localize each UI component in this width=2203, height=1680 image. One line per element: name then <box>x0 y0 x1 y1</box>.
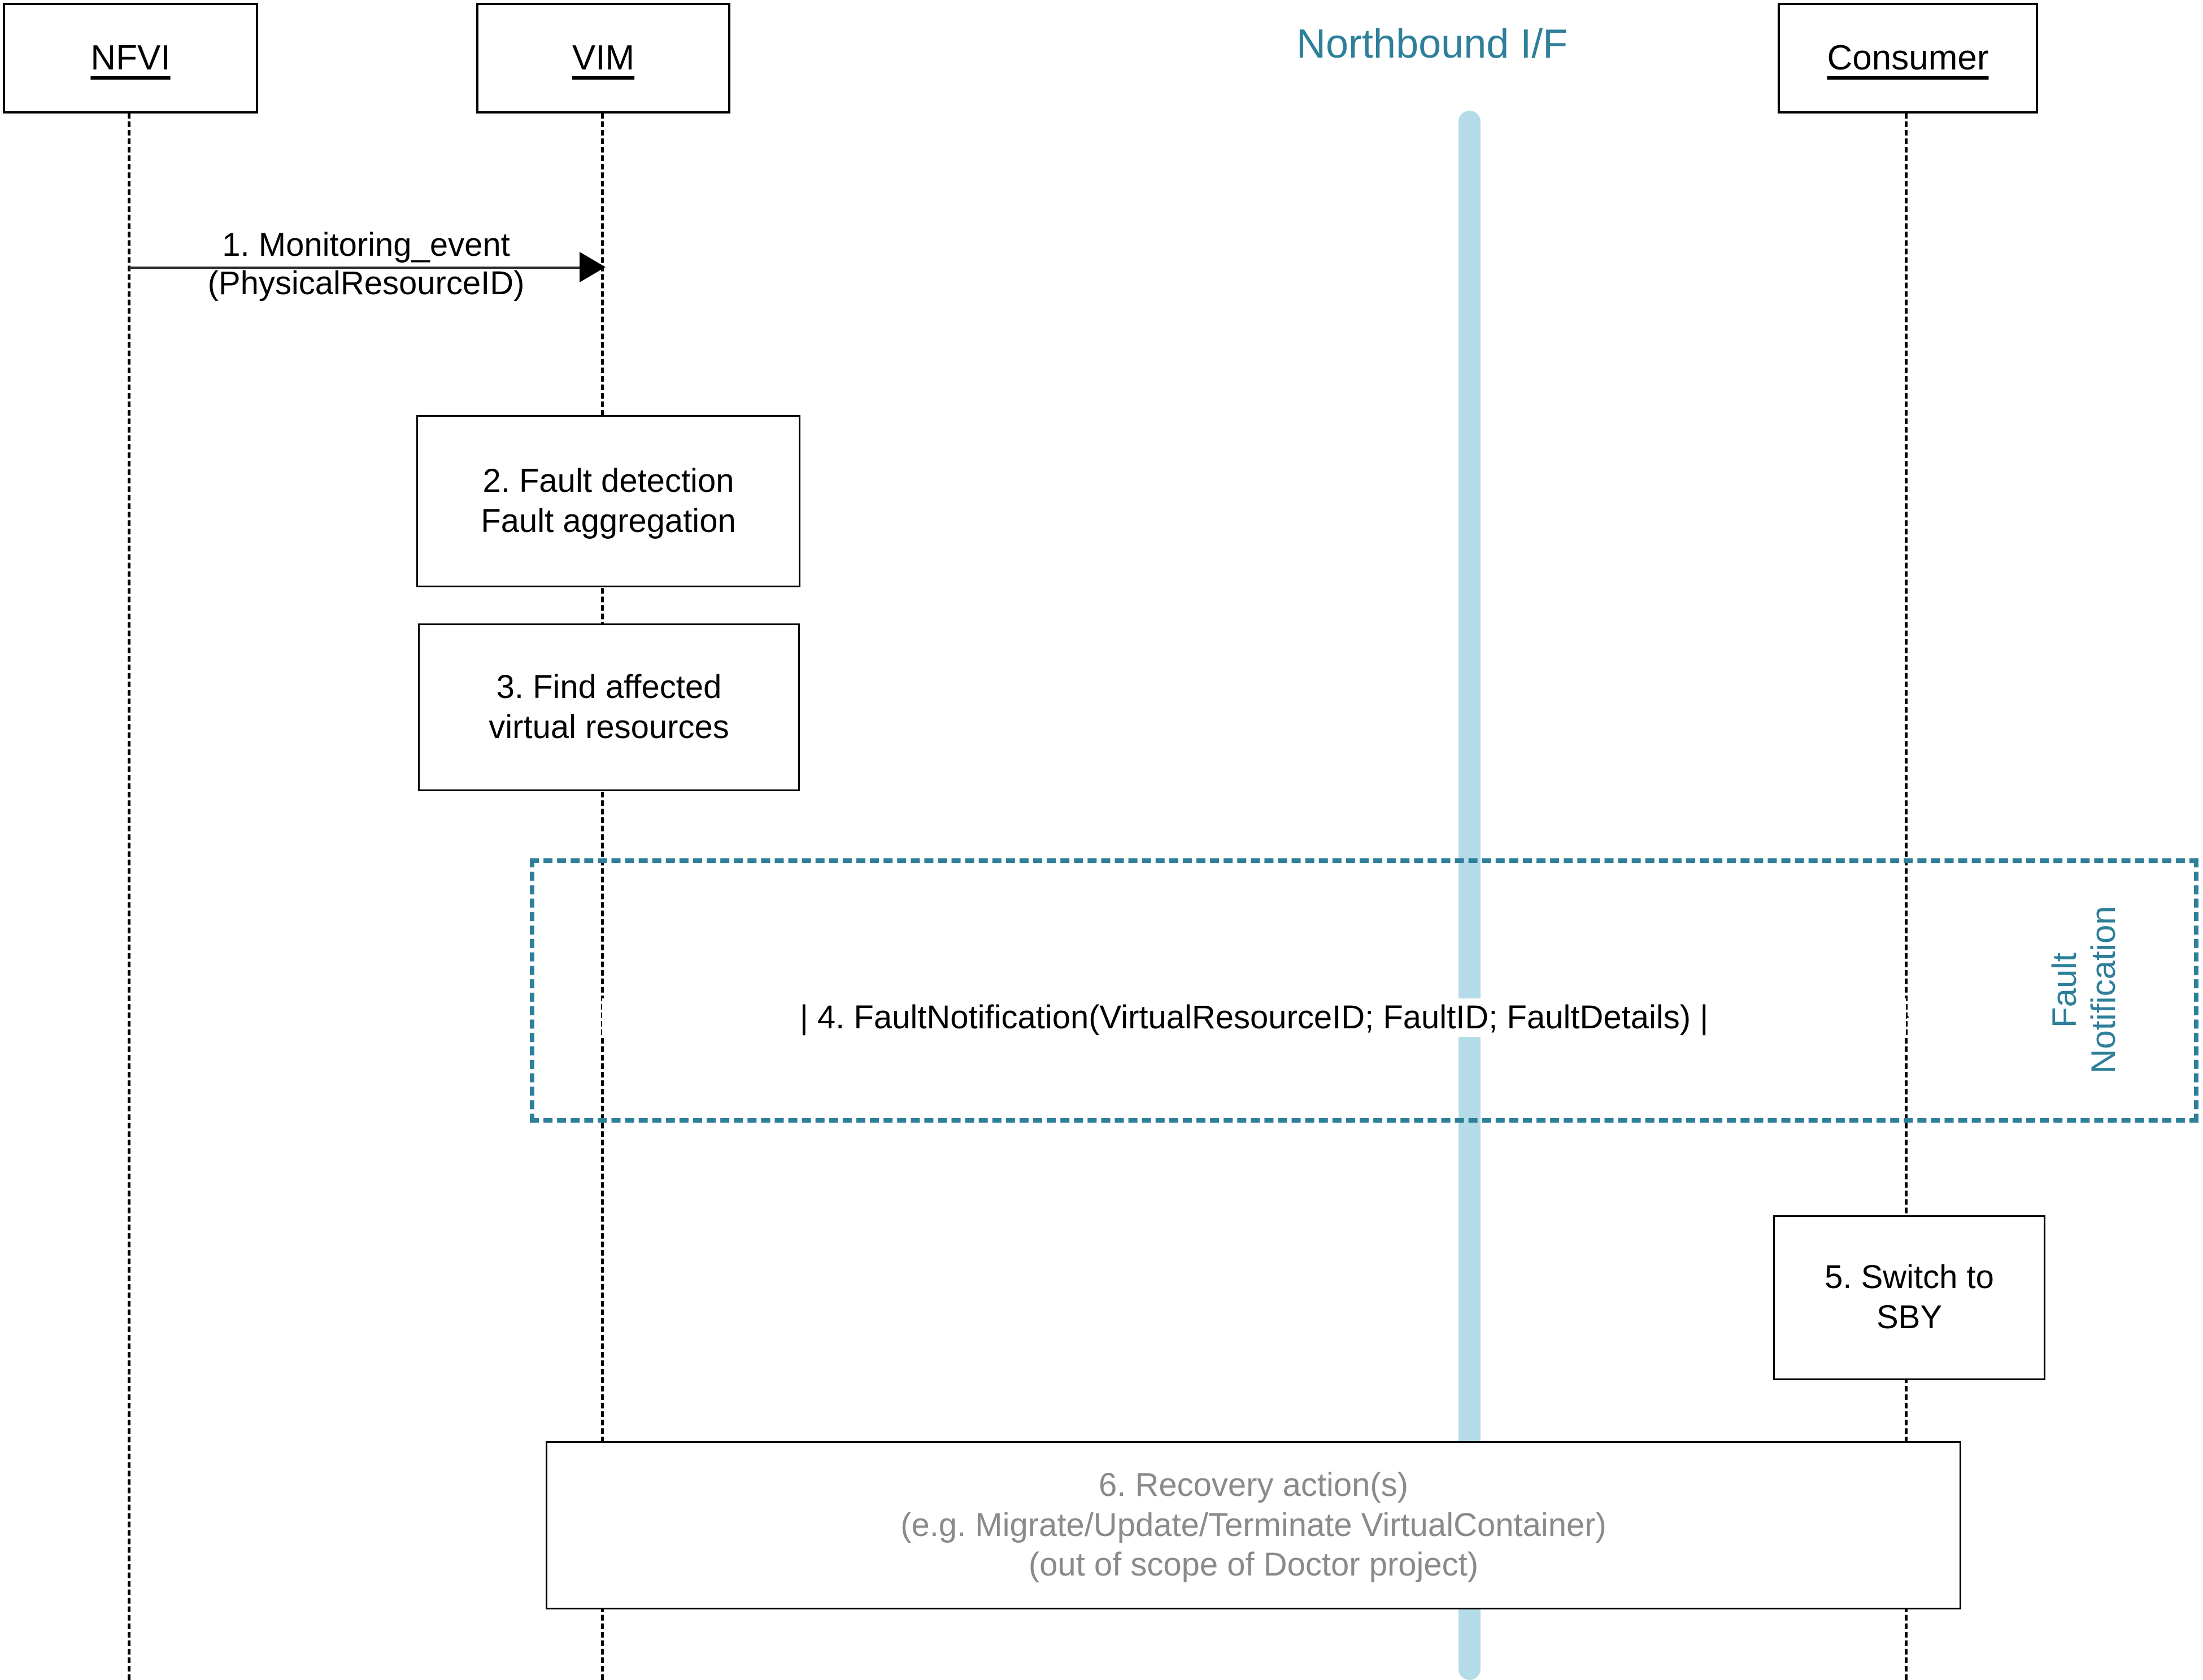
lifeline-nfvi <box>128 113 130 1680</box>
activity-3-line1: 3. Find affected <box>496 668 722 705</box>
activity-2-line2: Fault aggregation <box>481 502 736 539</box>
activity-box-fault-detection[interactable]: 2. Fault detection Fault aggregation <box>416 415 800 587</box>
participant-vim-label: VIM <box>572 38 635 77</box>
northbound-interface-title: Northbound I/F <box>1296 21 1568 67</box>
activity-box-recovery-actions[interactable]: 6. Recovery action(s) (e.g. Migrate/Upda… <box>546 1441 1961 1609</box>
fragment-label-line2: Notification <box>2084 906 2122 1074</box>
lifeline-consumer <box>1905 113 1908 1680</box>
activity-2-text: 2. Fault detection Fault aggregation <box>471 461 746 542</box>
participant-vim[interactable]: VIM <box>476 3 730 114</box>
recovery-note-text: 6. Recovery action(s) (e.g. Migrate/Upda… <box>890 1465 1617 1585</box>
activity-5-line1: 5. Switch to <box>1825 1259 1994 1296</box>
activity-2-line1: 2. Fault detection <box>482 462 734 499</box>
activity-box-switch-to-sby[interactable]: 5. Switch to SBY <box>1773 1215 2045 1380</box>
message-1-line <box>129 267 602 269</box>
fault-notification-fragment-label: Fault Notification <box>2045 897 2180 1083</box>
recovery-note-line1: 6. Recovery action(s) <box>1099 1466 1408 1503</box>
northbound-interface-bar <box>1458 111 1481 1680</box>
recovery-note-line3: (out of scope of Doctor project) <box>1028 1546 1479 1583</box>
activity-3-line2: virtual resources <box>489 708 729 745</box>
lifeline-vim <box>601 113 604 1680</box>
participant-nfvi-label: NFVI <box>90 38 171 77</box>
message-4-label: | 4. FaultNotification(VirtualResourceID… <box>602 998 1906 1037</box>
message-1-line1: 1. Monitoring_event <box>222 226 510 263</box>
activity-3-text: 3. Find affected virtual resources <box>478 667 739 748</box>
message-1-arrowhead <box>580 252 606 282</box>
activity-5-text: 5. Switch to SBY <box>1814 1258 2004 1338</box>
activity-5-line2: SBY <box>1876 1299 1943 1336</box>
recovery-note-line2: (e.g. Migrate/Update/Terminate VirtualCo… <box>900 1506 1606 1543</box>
activity-box-find-affected-resources[interactable]: 3. Find affected virtual resources <box>418 623 800 791</box>
participant-consumer-label: Consumer <box>1827 38 1989 77</box>
fault-notification-fragment <box>530 858 2198 1123</box>
fragment-label-line1: Fault <box>2045 952 2083 1028</box>
message-1-label: 1. Monitoring_event (PhysicalResourceID) <box>129 226 603 303</box>
message-1-line2: (PhysicalResourceID) <box>207 265 525 302</box>
participant-nfvi[interactable]: NFVI <box>3 3 258 114</box>
participant-consumer[interactable]: Consumer <box>1778 3 2038 114</box>
message-4-line1: | 4. FaultNotification(VirtualResourceID… <box>794 999 1714 1036</box>
